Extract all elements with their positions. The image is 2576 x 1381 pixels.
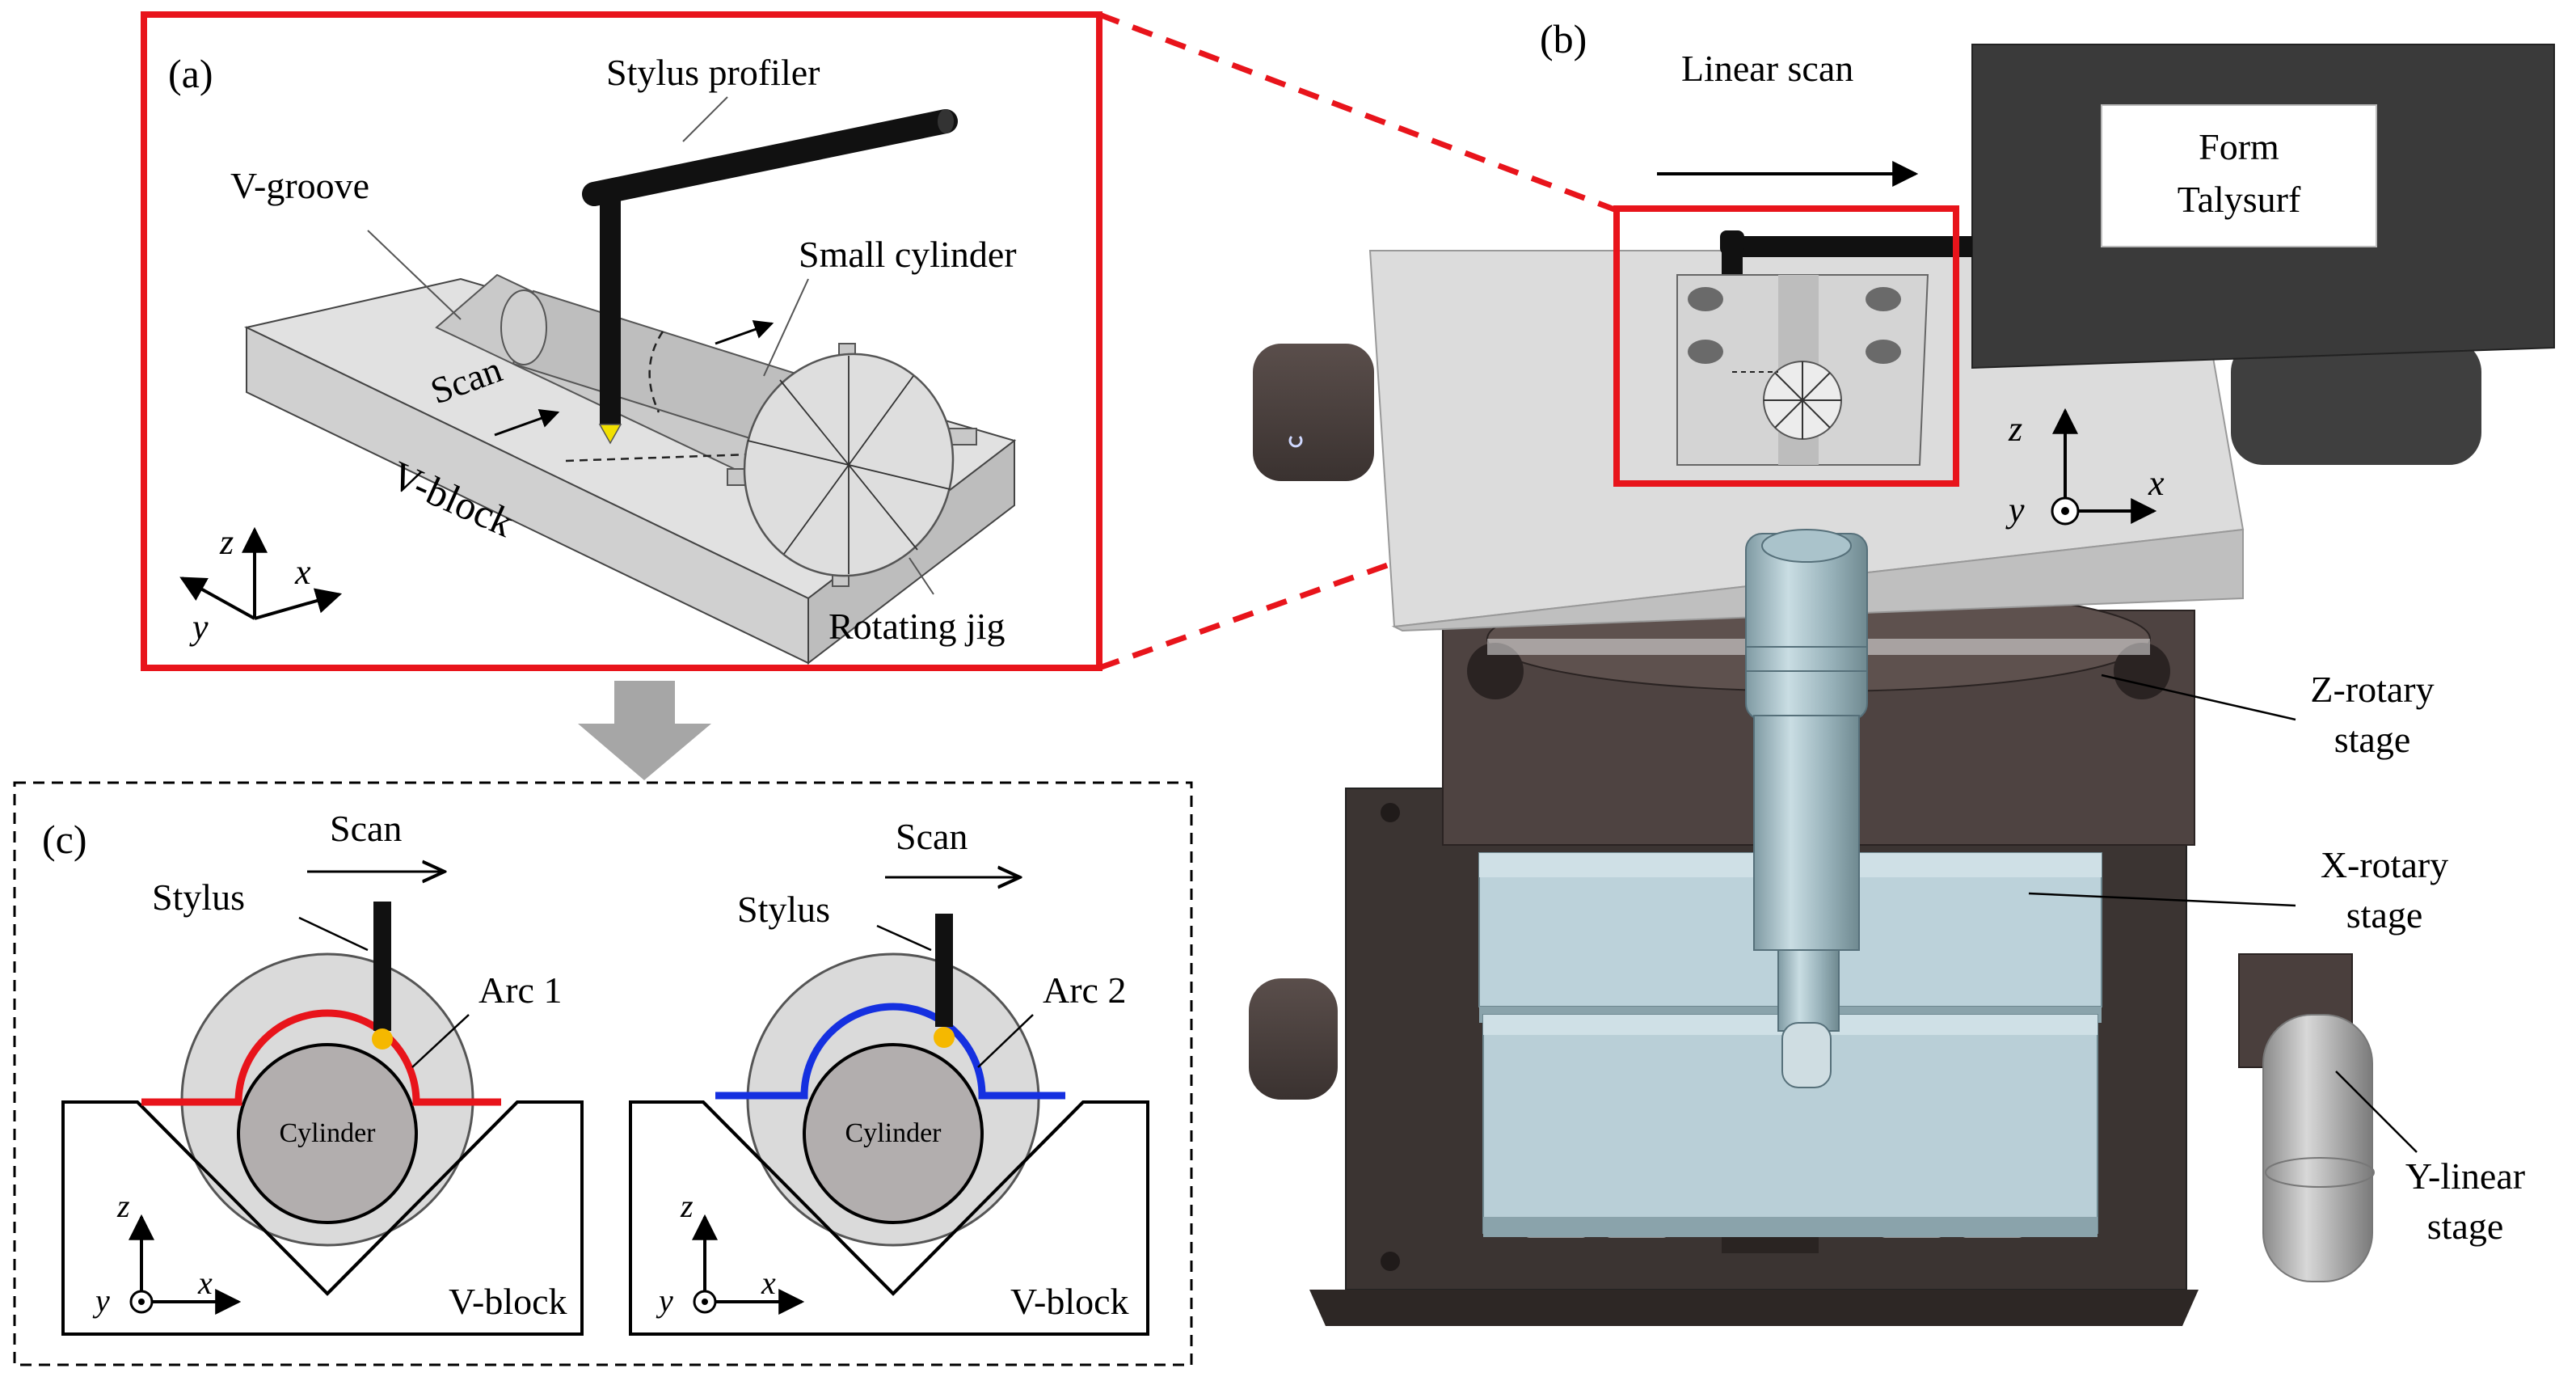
- label-form: Form: [2199, 126, 2279, 167]
- down-arrow: [578, 681, 711, 780]
- axes-c-right: z x y: [656, 1188, 805, 1319]
- label-z-rotary-2: stage: [2334, 719, 2411, 760]
- label-cylinder-left: Cylinder: [280, 1118, 377, 1148]
- panel-c-right: Scan Stylus Arc 2 Cylinder V-block z x y: [629, 816, 1149, 1336]
- label-scan-c-left: Scan: [330, 808, 402, 849]
- zoom-line-bottom: [1098, 480, 1618, 671]
- scan-arrow-a1: [494, 409, 560, 437]
- contact-point-right: [934, 1027, 955, 1048]
- label-cylinder-right: Cylinder: [845, 1118, 942, 1148]
- stylus-tip: [598, 424, 622, 445]
- stylus-profiler-3d: [582, 109, 958, 445]
- form-talysurf-label-box: [2101, 104, 2377, 247]
- axis-y-b: y: [2005, 490, 2025, 530]
- panel-c: (c) Scan Stylus Arc 1 Cylinder V-block: [13, 781, 1193, 1366]
- zoom-line-top: [1098, 11, 1618, 213]
- stylus-right: [935, 914, 953, 1027]
- label-linear-scan: Linear scan: [1681, 48, 1853, 89]
- panel-b-tag: (b): [1540, 16, 1587, 61]
- panel-c-left: Scan Stylus Arc 1 Cylinder V-block z x y: [61, 808, 584, 1336]
- panel-a-tag: (a): [168, 51, 213, 96]
- axis-z-b: z: [2008, 409, 2022, 449]
- axis-x-c-right: x: [761, 1265, 776, 1301]
- base-knob-left: [1249, 978, 1338, 1100]
- contact-point-left: [372, 1028, 393, 1049]
- panel-a: (a): [141, 11, 1102, 671]
- plate-knob-right: [2231, 340, 2481, 465]
- label-stylus-c-right: Stylus: [737, 889, 830, 930]
- axis-z-a: z: [219, 522, 234, 562]
- label-v-block-c-right: V-block: [1010, 1281, 1129, 1322]
- label-z-rotary-1: Z-rotary: [2310, 669, 2434, 710]
- label-arc2: Arc 2: [1043, 969, 1126, 1011]
- label-x-rotary-1: X-rotary: [2321, 844, 2448, 885]
- v-block-b: [1676, 274, 1929, 466]
- label-small-cylinder: Small cylinder: [799, 234, 1017, 275]
- axes-a: z x y: [179, 522, 343, 647]
- cylinder-left: [237, 1043, 418, 1224]
- label-y-linear-2: stage: [2427, 1206, 2504, 1247]
- label-scan-c-right: Scan: [896, 816, 968, 857]
- y-linear-knob: [2238, 953, 2375, 1282]
- label-stylus-profiler: Stylus profiler: [606, 52, 820, 93]
- label-rotating-jig: Rotating jig: [828, 606, 1006, 647]
- label-v-block-c-left: V-block: [449, 1281, 567, 1322]
- label-arc1: Arc 1: [479, 969, 562, 1011]
- axis-x-a: x: [294, 552, 311, 592]
- axis-x-b: x: [2148, 463, 2165, 503]
- axis-z-c-right: z: [680, 1188, 694, 1224]
- plate-knob-left: [1253, 344, 1374, 481]
- micrometer: [1745, 529, 1868, 1088]
- arc1-path: [141, 1009, 501, 1106]
- cylinder-right: [803, 1043, 984, 1224]
- rotating-jig-3d: [727, 343, 977, 587]
- stylus-left: [373, 902, 391, 1031]
- axis-y-c-left: y: [92, 1282, 110, 1319]
- scan-arrow-a2: [715, 319, 774, 345]
- highlight-rect-b: [1613, 205, 1959, 487]
- panel-b: (b) Linear scan: [1249, 16, 2555, 1326]
- axis-z-c-left: z: [116, 1188, 130, 1224]
- arc2-path: [715, 1003, 1065, 1100]
- axes-c-left: z x y: [92, 1188, 242, 1319]
- axis-x-c-left: x: [197, 1265, 213, 1301]
- label-talysurf: Talysurf: [2178, 179, 2301, 220]
- axis-y-a: y: [189, 607, 209, 647]
- panel-c-tag: (c): [42, 817, 87, 862]
- label-y-linear-1: Y-linear: [2405, 1155, 2525, 1197]
- label-stylus-c-left: Stylus: [152, 876, 245, 918]
- form-talysurf: Form Talysurf: [1971, 44, 2555, 370]
- label-x-rotary-2: stage: [2346, 894, 2423, 935]
- axes-b: z x y: [2005, 408, 2165, 530]
- label-v-groove: V-groove: [230, 165, 369, 206]
- axis-y-c-right: y: [656, 1282, 673, 1319]
